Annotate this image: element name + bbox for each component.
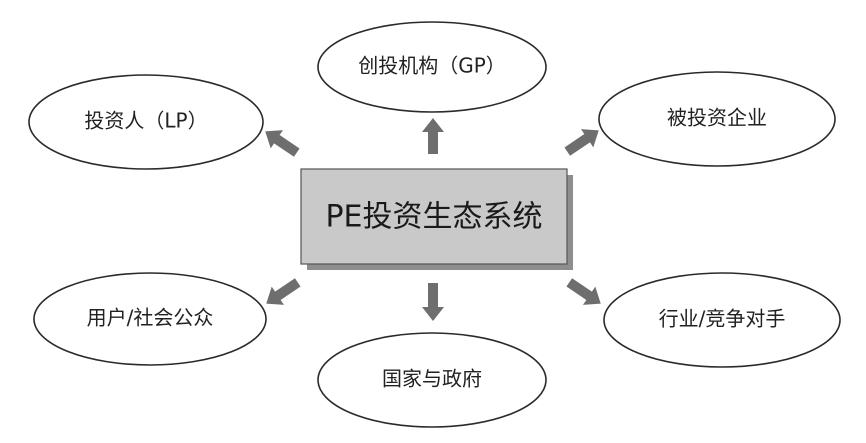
node-gp-ellipse (317, 21, 547, 113)
node-industry-competitors-ellipse (603, 272, 841, 368)
arrow-to-industry-competitors-shape (566, 278, 601, 305)
node-users-public-label: 用户/社会公众 (87, 306, 214, 330)
node-portfolio-company-label: 被投资企业 (667, 106, 767, 130)
arrow-to-industry-competitors (566, 278, 601, 305)
node-portfolio-company-ellipse (598, 71, 836, 167)
arrow-to-government (422, 283, 444, 321)
center-label: PE投资生态系统 (325, 200, 542, 235)
arrow-to-users-public-shape (266, 278, 301, 305)
arrow-to-users-public (266, 278, 301, 305)
node-industry-competitors: 行业/竞争对手 (603, 272, 841, 368)
node-portfolio-company: 被投资企业 (598, 71, 836, 167)
node-government-label: 国家与政府 (382, 367, 482, 391)
node-gp: 创投机构（GP） (317, 21, 547, 113)
arrow-to-lp-shape (265, 130, 300, 157)
node-lp-ellipse (28, 74, 264, 170)
center-box (300, 168, 568, 265)
node-users-public: 用户/社会公众 (33, 272, 267, 366)
node-government-ellipse (317, 332, 547, 428)
arrow-to-gp-shape (422, 118, 444, 154)
center-system: PE投资生态系统 (300, 168, 573, 270)
node-lp: 投资人（LP） (28, 74, 264, 170)
node-government: 国家与政府 (317, 332, 547, 428)
node-lp-label: 投资人（LP） (84, 109, 207, 133)
arrow-to-lp (265, 130, 300, 157)
arrow-to-portfolio-company (564, 129, 599, 156)
node-industry-competitors-label: 行业/竞争对手 (659, 307, 786, 331)
node-gp-label: 创投机构（GP） (358, 54, 506, 78)
node-users-public-ellipse (33, 272, 267, 366)
arrow-to-portfolio-company-shape (564, 129, 599, 156)
arrow-to-gp (422, 118, 444, 154)
arrow-to-government-shape (422, 283, 444, 321)
